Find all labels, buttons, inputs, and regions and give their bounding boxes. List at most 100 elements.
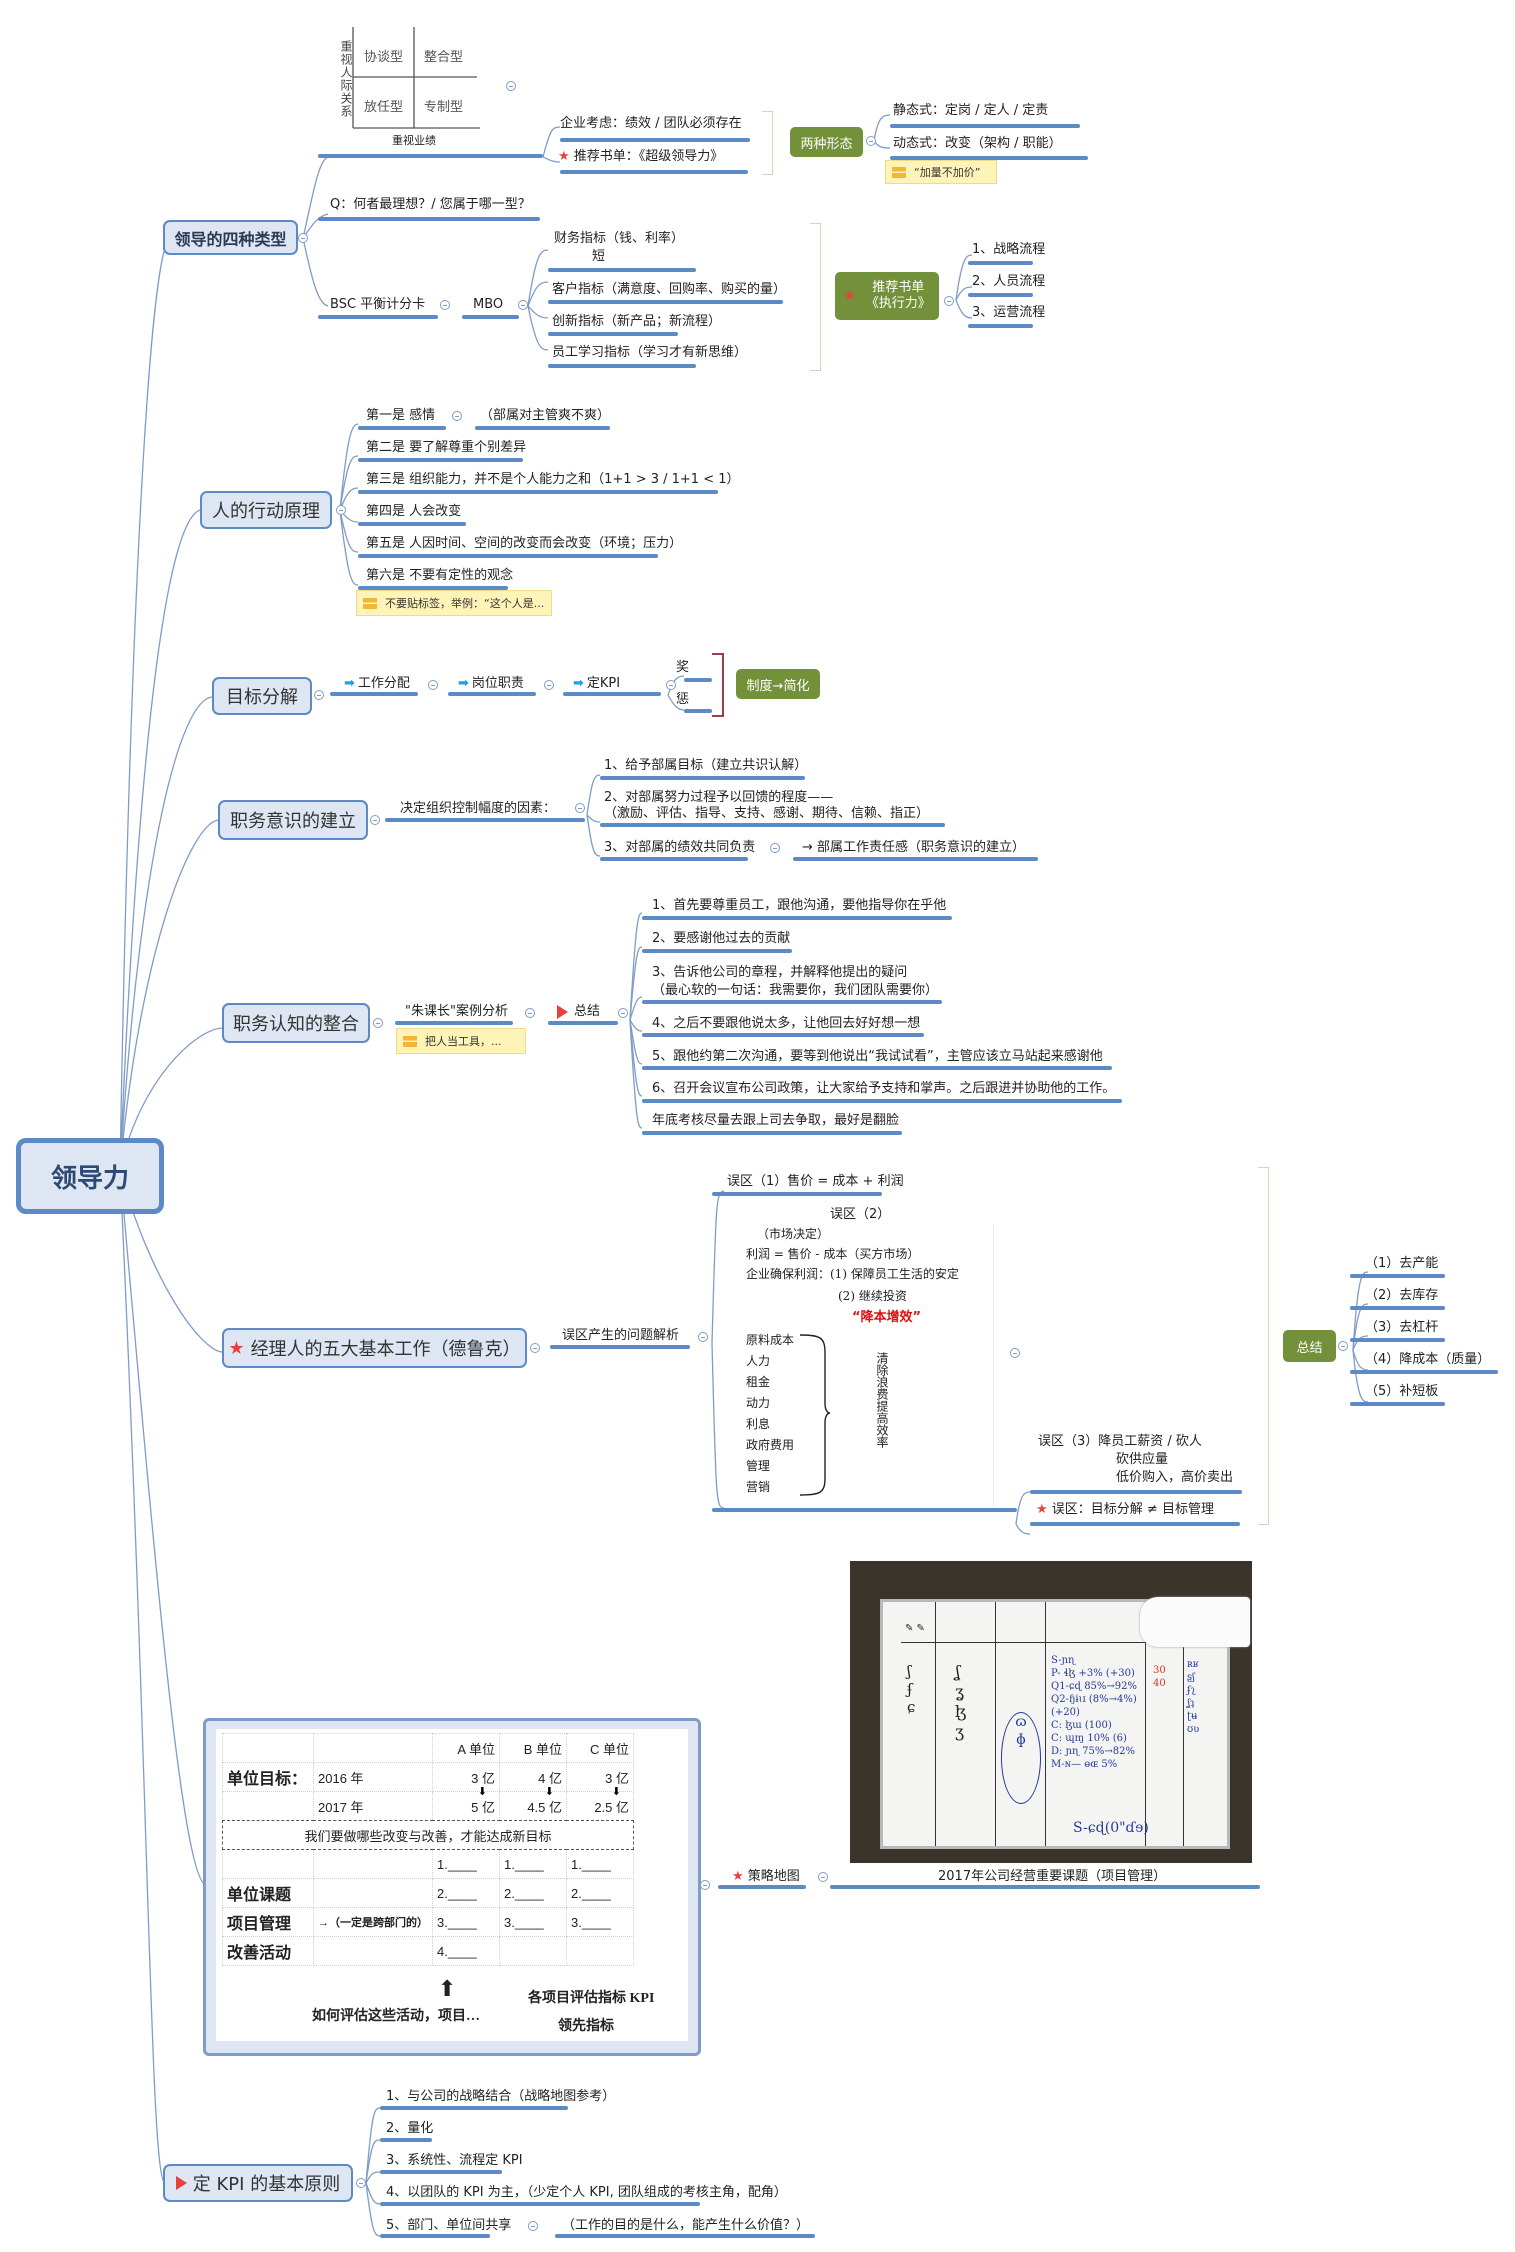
- punish-item[interactable]: 惩: [676, 692, 690, 707]
- enterprise-consideration[interactable]: 企业考虑：绩效 / 团队必须存在: [560, 116, 742, 131]
- summary-item[interactable]: 年底考核尽量去跟上司去争取，最好是翻脸: [652, 1113, 900, 1128]
- summary-item[interactable]: （5）补短板: [1365, 1384, 1439, 1399]
- collapse-toggle[interactable]: [666, 680, 676, 690]
- indicator-item[interactable]: 客户指标（满意度、回购率、购买的量）: [552, 282, 787, 297]
- factor-item[interactable]: 1、给予部属目标（建立共识认解）: [604, 758, 808, 773]
- responsibility-result[interactable]: → 部属工作责任感（职务意识的建立）: [802, 840, 1026, 855]
- execution-book-node[interactable]: ★ 推荐书单 《执行力》: [835, 272, 939, 320]
- chain-step[interactable]: ➡岗位职责: [458, 676, 524, 691]
- principle-item[interactable]: 第六是 不要有定性的观念: [366, 568, 514, 583]
- myth-analysis[interactable]: 误区产生的问题解析: [562, 1328, 680, 1343]
- flow-item[interactable]: 2、人员流程: [972, 274, 1046, 289]
- principle-item[interactable]: 第五是 人因时间、空间的改变而会改变（环境；压力）: [366, 536, 683, 551]
- note-callout[interactable]: 不要贴标签，举例：“这个人是...: [356, 590, 552, 616]
- recommended-book[interactable]: ★ 推荐书单：《超级领导力》: [558, 149, 724, 164]
- collapse-toggle[interactable]: [298, 233, 308, 243]
- question-text[interactable]: Q：何者最理想？/ 您属于哪一型？: [330, 197, 531, 212]
- collapse-toggle[interactable]: [336, 505, 346, 515]
- two-forms-node[interactable]: 两种形态: [790, 127, 863, 157]
- kpi-principle-item[interactable]: 2、量化: [386, 2121, 434, 2136]
- summary-item[interactable]: 1、首先要尊重员工，跟他沟通，要他指导你在乎他: [652, 898, 947, 913]
- myth-goal[interactable]: ★ 误区：目标分解 ≠ 目标管理: [1036, 1502, 1214, 1517]
- kpi-principle-item[interactable]: 3、系统性、流程定 KPI: [386, 2153, 523, 2168]
- collapse-toggle[interactable]: [452, 411, 462, 421]
- collapse-toggle[interactable]: [818, 1872, 828, 1882]
- collapse-toggle[interactable]: [370, 815, 380, 825]
- collapse-toggle[interactable]: [544, 680, 554, 690]
- kpi-share-detail[interactable]: （工作的目的是什么，能产生什么价值？）: [562, 2218, 810, 2233]
- indicator-item[interactable]: 员工学习指标（学习才有新思维）: [552, 345, 748, 360]
- collapse-toggle[interactable]: [525, 1008, 535, 1018]
- kpi-principle-item[interactable]: 4、以团队的 KPI 为主，（少定个人 KPI, 团队组成的考核主角，配角）: [386, 2185, 787, 2200]
- myth-1[interactable]: 误区（1）售价 = 成本 + 利润: [727, 1174, 904, 1189]
- collapse-toggle[interactable]: [698, 1332, 708, 1342]
- mbo-label[interactable]: MBO: [473, 297, 504, 312]
- dynamic-form[interactable]: 动态式：改变（架构 / 职能）: [893, 136, 1062, 151]
- indicator-item[interactable]: 创新指标（新产品；新流程）: [552, 314, 722, 329]
- kpi-principle-item[interactable]: 1、与公司的战略结合（战略地图参考）: [386, 2089, 616, 2104]
- case-analysis[interactable]: "朱课长"案例分析: [405, 1004, 508, 1019]
- collapse-toggle[interactable]: [506, 81, 516, 91]
- principle-detail[interactable]: （部属对主管爽不爽）: [480, 408, 611, 423]
- bsc-label[interactable]: BSC 平衡计分卡: [330, 297, 426, 312]
- factor-item[interactable]: 2、对部属努力过程予以回馈的程度——: [604, 790, 834, 805]
- summary-item[interactable]: （4）降成本（质量）: [1365, 1352, 1491, 1367]
- photo-caption[interactable]: 2017年公司经营重要课题（项目管理）: [938, 1869, 1167, 1884]
- kpi-principle-item[interactable]: 5、部门、单位间共享: [386, 2218, 512, 2233]
- topic-four-types[interactable]: 领导的四种类型: [163, 220, 298, 255]
- topic-five-basic-works[interactable]: ★ 经理人的五大基本工作（德鲁克）: [222, 1328, 527, 1368]
- summary-flag-node[interactable]: 总结: [557, 1004, 600, 1020]
- summary-item[interactable]: 5、跟他约第二次沟通，要等到他说出“我试试看”，主管应该立马站起来感谢他: [652, 1049, 1103, 1064]
- note-callout[interactable]: 把人当工具，...: [396, 1028, 526, 1054]
- summary-item[interactable]: 4、之后不要跟他说太多，让他回去好好想一想: [652, 1016, 921, 1031]
- strategy-map-node[interactable]: ★ 策略地图: [732, 1869, 800, 1884]
- principle-item[interactable]: 第四是 人会改变: [366, 504, 462, 519]
- summary-item[interactable]: （2）去库存: [1365, 1288, 1439, 1303]
- topic-behavior-principles[interactable]: 人的行动原理: [200, 491, 332, 529]
- indicator-item[interactable]: 财务指标（钱、利率）: [554, 231, 685, 246]
- chain-step[interactable]: ➡定KPI: [573, 676, 621, 691]
- collapse-toggle[interactable]: [428, 680, 438, 690]
- summary-item[interactable]: 3、告诉他公司的章程，并解释他提出的疑问: [652, 965, 908, 980]
- reward-item[interactable]: 奖: [676, 660, 690, 675]
- collapse-toggle[interactable]: [770, 843, 780, 853]
- principle-item[interactable]: 第三是 组织能力，并不是个人能力之和（1+1 > 3 / 1+1 < 1）: [366, 472, 740, 487]
- collapse-toggle[interactable]: [518, 300, 528, 310]
- factor-item[interactable]: 3、对部属的绩效共同负责: [604, 840, 756, 855]
- collapse-toggle[interactable]: [528, 2221, 538, 2231]
- collapse-toggle[interactable]: [530, 1343, 540, 1353]
- collapse-toggle[interactable]: [618, 1008, 628, 1018]
- system-simplify-node[interactable]: 制度→简化: [736, 669, 820, 699]
- topic-kpi-principles[interactable]: 定 KPI 的基本原则: [163, 2164, 353, 2202]
- flow-item[interactable]: 3、运营流程: [972, 305, 1046, 320]
- topic-duty-integration[interactable]: 职务认知的整合: [222, 1003, 370, 1043]
- principle-item[interactable]: 第一是 感情: [366, 408, 436, 423]
- collapse-toggle[interactable]: [314, 690, 324, 700]
- collapse-toggle[interactable]: [356, 2178, 366, 2188]
- collapse-toggle[interactable]: [1338, 1341, 1348, 1351]
- static-form[interactable]: 静态式：定岗 / 定人 / 定责: [893, 103, 1049, 118]
- summary-item[interactable]: （3）去杠杆: [1365, 1320, 1439, 1335]
- myth-3[interactable]: 误区（3）降员工薪资 / 砍人 砍供应量 低价购入，高价卖出: [1038, 1434, 1234, 1485]
- summary-item[interactable]: 2、要感谢他过去的贡献: [652, 931, 791, 946]
- collapse-toggle[interactable]: [373, 1018, 383, 1028]
- note-callout[interactable]: “加量不加价”: [885, 160, 997, 184]
- flow-item[interactable]: 1、战略流程: [972, 242, 1046, 257]
- summary-node[interactable]: 总结: [1283, 1330, 1336, 1362]
- principle-item[interactable]: 第二是 要了解尊重个别差异: [366, 440, 527, 455]
- chain-step[interactable]: ➡工作分配: [344, 676, 410, 691]
- summary-item[interactable]: 6、召开会议宣布公司政策，让大家给予支持和掌声。之后跟进并协助他的工作。: [652, 1081, 1116, 1096]
- collapse-toggle[interactable]: [1010, 1348, 1020, 1358]
- collapse-toggle[interactable]: [866, 136, 876, 146]
- summary-item[interactable]: （1）去产能: [1365, 1256, 1439, 1271]
- topic-duty-awareness[interactable]: 职务意识的建立: [218, 800, 368, 840]
- strategy-table-image[interactable]: A 单位 B 单位 C 单位 单位目标： 2016 年 3 亿⬇ 4 亿⬇ 3 …: [203, 1718, 701, 2056]
- collapse-toggle[interactable]: [944, 296, 954, 306]
- control-span-factor[interactable]: 决定组织控制幅度的因素：: [400, 801, 557, 816]
- topic-goal-decomposition[interactable]: 目标分解: [212, 677, 312, 715]
- collapse-toggle[interactable]: [575, 803, 585, 813]
- collapse-toggle[interactable]: [700, 1880, 710, 1890]
- root-node[interactable]: 领导力: [16, 1138, 164, 1214]
- collapse-toggle[interactable]: [440, 300, 450, 310]
